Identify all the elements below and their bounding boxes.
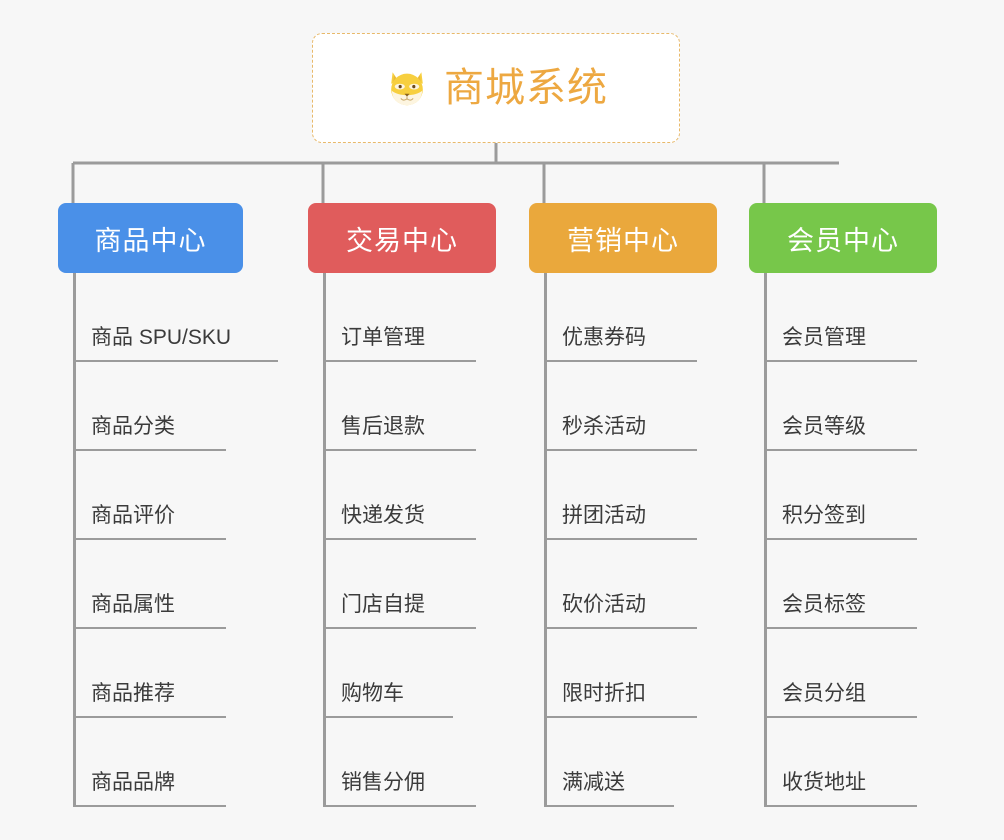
leaf-underline (323, 538, 476, 540)
leaf-item[interactable]: 商品推荐 (58, 629, 243, 718)
leaf-item[interactable]: 会员分组 (749, 629, 937, 718)
leaf-underline (323, 449, 476, 451)
leaf-list-member-center: 会员管理 会员等级 积分签到 会员标签 会员分组 收货地址 (749, 273, 937, 807)
leaf-label: 快递发货 (341, 503, 425, 527)
leaf-underline (544, 360, 697, 362)
leaf-underline (73, 627, 226, 629)
leaf-label: 商品推荐 (91, 681, 175, 705)
leaf-underline (764, 538, 917, 540)
leaf-label: 商品品牌 (91, 770, 175, 794)
leaf-underline (764, 360, 917, 362)
leaf-label: 限时折扣 (562, 681, 646, 705)
leaf-item[interactable]: 拼团活动 (529, 451, 717, 540)
branch-product-center: 商品中心 商品 SPU/SKU 商品分类 商品评价 商品属性 商品推荐 (58, 203, 278, 807)
leaf-item[interactable]: 商品 SPU/SKU (58, 273, 278, 362)
leaf-underline (764, 627, 917, 629)
branch-trunk-line (73, 273, 76, 807)
leaf-list-marketing-center: 优惠券码 秒杀活动 拼团活动 砍价活动 限时折扣 满减送 (529, 273, 717, 807)
leaf-underline (544, 627, 697, 629)
leaf-label: 销售分佣 (341, 770, 425, 794)
leaf-item[interactable]: 销售分佣 (308, 718, 496, 807)
branch-member-center: 会员中心 会员管理 会员等级 积分签到 会员标签 会员分组 (749, 203, 937, 807)
leaf-label: 秒杀活动 (562, 414, 646, 438)
leaf-item[interactable]: 购物车 (308, 629, 496, 718)
leaf-item[interactable]: 门店自提 (308, 540, 496, 629)
leaf-item[interactable]: 积分签到 (749, 451, 937, 540)
leaf-item[interactable]: 商品属性 (58, 540, 243, 629)
leaf-item[interactable]: 收货地址 (749, 718, 937, 807)
leaf-list-trade-center: 订单管理 售后退款 快递发货 门店自提 购物车 销售分佣 (308, 273, 496, 807)
leaf-label: 会员标签 (782, 592, 866, 616)
leaf-item[interactable]: 限时折扣 (529, 629, 717, 718)
category-box-member-center[interactable]: 会员中心 (749, 203, 937, 273)
leaf-label: 门店自提 (341, 592, 425, 616)
leaf-label: 订单管理 (341, 325, 425, 349)
leaf-label: 商品 SPU/SKU (91, 325, 232, 349)
leaf-item[interactable]: 秒杀活动 (529, 362, 717, 451)
category-box-product-center[interactable]: 商品中心 (58, 203, 243, 273)
branch-trunk-line (764, 273, 767, 807)
root-node-title: 商城系统 (444, 66, 608, 110)
leaf-label: 积分签到 (782, 503, 866, 527)
leaf-underline (323, 805, 476, 807)
leaf-item[interactable]: 商品分类 (58, 362, 243, 451)
leaf-item[interactable]: 商品评价 (58, 451, 243, 540)
branch-marketing-center: 营销中心 优惠券码 秒杀活动 拼团活动 砍价活动 限时折扣 (529, 203, 717, 807)
leaf-item[interactable]: 会员标签 (749, 540, 937, 629)
leaf-item[interactable]: 满减送 (529, 718, 717, 807)
leaf-label: 商品属性 (91, 592, 175, 616)
leaf-item[interactable]: 会员等级 (749, 362, 937, 451)
leaf-label: 优惠券码 (562, 325, 646, 349)
leaf-item[interactable]: 砍价活动 (529, 540, 717, 629)
branch-trunk-line (544, 273, 547, 807)
leaf-item[interactable]: 商品品牌 (58, 718, 243, 807)
leaf-label: 商品评价 (91, 503, 175, 527)
leaf-item[interactable]: 订单管理 (308, 273, 496, 362)
leaf-label: 砍价活动 (562, 592, 646, 616)
leaf-label: 拼团活动 (562, 503, 646, 527)
leaf-item[interactable]: 快递发货 (308, 451, 496, 540)
leaf-underline (73, 716, 226, 718)
leaf-underline (764, 449, 917, 451)
shiba-dog-face-icon (391, 72, 423, 106)
leaf-label: 会员等级 (782, 414, 866, 438)
leaf-underline (323, 360, 476, 362)
leaf-underline (323, 627, 476, 629)
category-box-marketing-center[interactable]: 营销中心 (529, 203, 717, 273)
category-label: 商品中心 (94, 225, 207, 256)
leaf-list-product-center: 商品 SPU/SKU 商品分类 商品评价 商品属性 商品推荐 商品品牌 (58, 273, 278, 807)
leaf-item[interactable]: 会员管理 (749, 273, 937, 362)
leaf-underline (73, 538, 226, 540)
leaf-label: 售后退款 (341, 414, 425, 438)
leaf-underline (323, 716, 453, 718)
leaf-underline (764, 805, 917, 807)
leaf-underline (73, 449, 226, 451)
branch-trade-center: 交易中心 订单管理 售后退款 快递发货 门店自提 购物车 (308, 203, 496, 807)
branch-trunk-line (323, 273, 326, 807)
leaf-label: 满减送 (562, 770, 625, 794)
leaf-label: 购物车 (341, 681, 404, 705)
category-box-trade-center[interactable]: 交易中心 (308, 203, 496, 273)
leaf-item[interactable]: 优惠券码 (529, 273, 717, 362)
leaf-label: 会员分组 (782, 681, 866, 705)
leaf-underline (73, 360, 278, 362)
category-label: 营销中心 (567, 225, 679, 256)
leaf-underline (544, 805, 674, 807)
leaf-underline (73, 805, 226, 807)
leaf-underline (544, 716, 697, 718)
leaf-label: 收货地址 (782, 770, 866, 794)
root-node-shop-system[interactable]: 商城系统 (312, 33, 680, 143)
leaf-item[interactable]: 售后退款 (308, 362, 496, 451)
category-label: 会员中心 (787, 225, 899, 256)
leaf-label: 商品分类 (91, 414, 175, 438)
leaf-underline (544, 538, 697, 540)
category-label: 交易中心 (346, 225, 458, 256)
leaf-underline (544, 449, 697, 451)
leaf-underline (764, 716, 917, 718)
leaf-label: 会员管理 (782, 325, 866, 349)
